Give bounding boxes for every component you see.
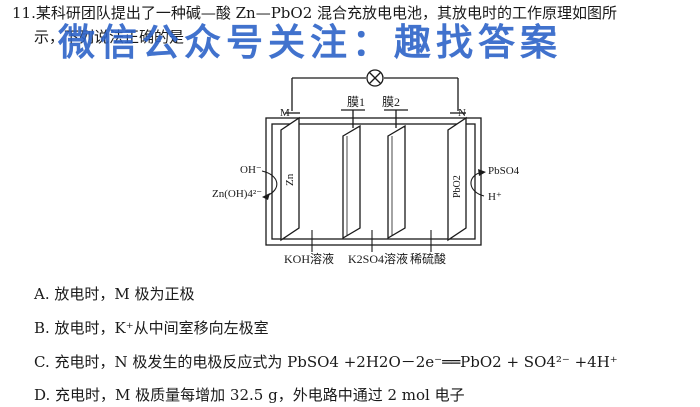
question-stem-line-2: 示，下列说法正确的是 [34, 28, 185, 46]
question-stem-text-1: 某科研团队提出了一种碱—酸 Zn—PbO2 混合充放电电池，其放电时的工作原理如… [35, 4, 618, 22]
top-connectors [285, 109, 466, 128]
option-b: B. 放电时，K⁺从中间室移向左极室 [34, 319, 269, 337]
label-dilute-sulfuric-acid: 稀硫酸 [410, 251, 446, 266]
left-reaction-arrow [261, 170, 278, 200]
label-pbo2: PbO2 [452, 175, 463, 198]
membrane-1 [342, 124, 361, 240]
label-koh-solution: KOH溶液 [284, 251, 334, 266]
option-d: D. 充电时，M 极质量每增加 32.5 g，外电路中通过 2 mol 电子 [34, 386, 465, 404]
lamp-icon [366, 69, 384, 87]
label-membrane-2: 膜2 [382, 95, 400, 109]
label-zn: Zn [284, 173, 296, 186]
watermark-text: 微信公众号关注：趣找答案 [58, 21, 562, 64]
electrolytic-cell [265, 117, 482, 246]
external-circuit-wire [291, 77, 459, 111]
label-n: N [458, 107, 466, 119]
right-reaction-arrow [470, 169, 486, 197]
electrode-zn [280, 116, 300, 242]
label-h-plus: H⁺ [488, 191, 502, 203]
label-k2so4-solution: K2SO4溶液 [348, 251, 408, 266]
question-stem-line-1: 11.某科研团队提出了一种碱—酸 Zn—PbO2 混合充放电电池，其放电时的工作… [12, 3, 617, 23]
label-m: M [280, 107, 290, 119]
label-membrane-1: 膜1 [347, 95, 365, 109]
question-number: 11. [12, 4, 36, 22]
label-pbso4: PbSO4 [488, 165, 520, 177]
solution-pointers [311, 230, 432, 252]
label-zn-oh4: Zn(OH)4²⁻ [212, 188, 262, 200]
option-c: C. 充电时，N 极发生的电极反应式为 PbSO4 +2H2O－2e⁻══PbO… [34, 353, 618, 371]
electrode-pbo2 [447, 116, 467, 242]
membrane-2 [387, 124, 406, 240]
label-oh: OH⁻ [240, 164, 262, 176]
option-a: A. 放电时，M 极为正极 [34, 285, 195, 303]
